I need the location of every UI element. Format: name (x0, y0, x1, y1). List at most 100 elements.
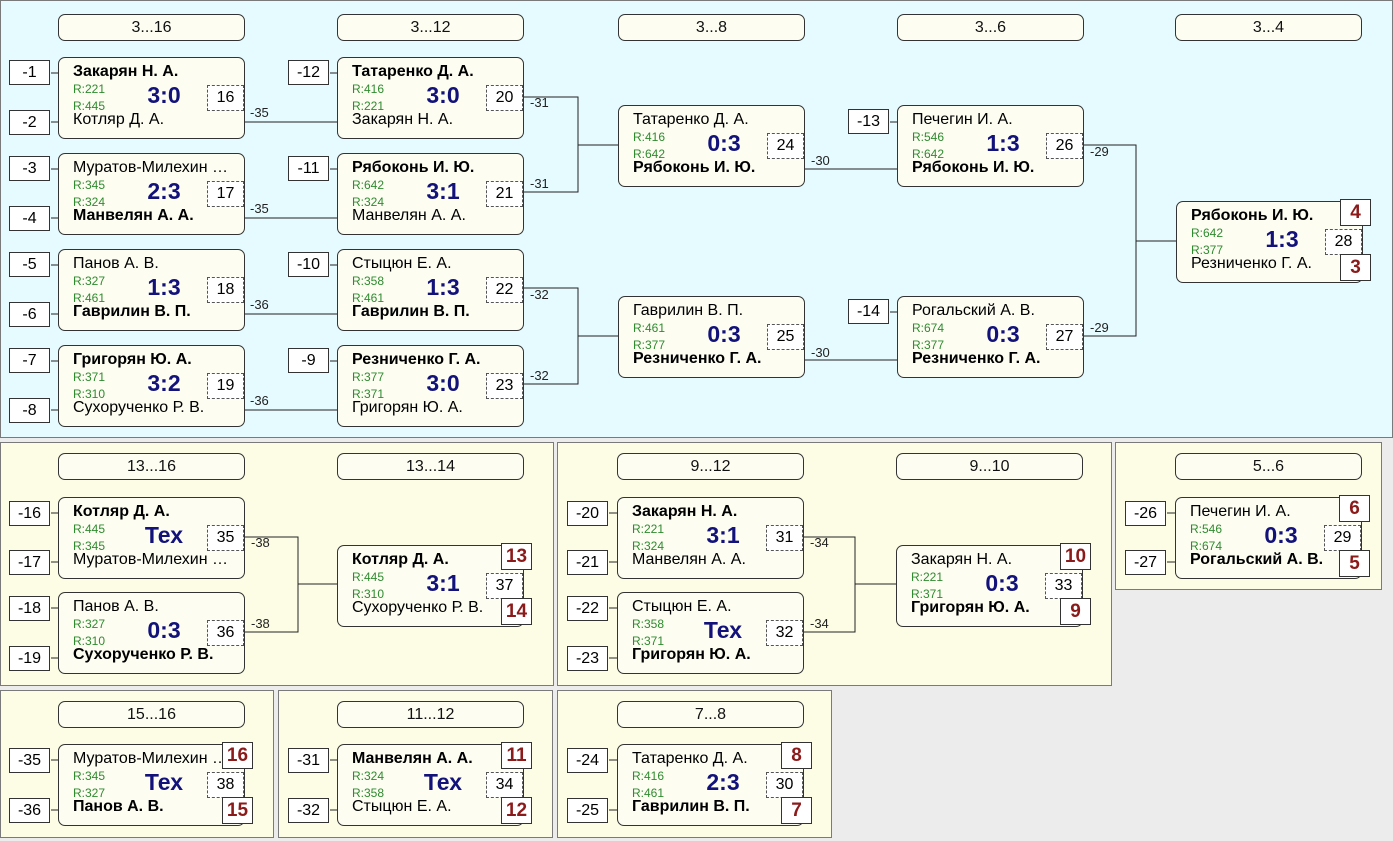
player-name[interactable]: Закарян Н. А. (632, 503, 738, 520)
player-rating: R:327 (73, 786, 106, 800)
player-name[interactable]: Манвелян А. А. (352, 207, 466, 224)
player-name[interactable]: Рогальский А. В. (912, 302, 1035, 319)
player-name[interactable]: Стыцюн Е. А. (352, 798, 452, 815)
seed-box: -11 (288, 156, 329, 181)
player-rating: R:674 (912, 321, 945, 335)
round-header: 3...16 (58, 14, 245, 41)
player-name[interactable]: Панов А. В. (73, 798, 164, 815)
bracket-panel-9-12: 9...12 9...10 -20 -21 -22 -23 -34 -34 За… (557, 442, 1112, 686)
connector-label: -31 (530, 95, 549, 110)
seed-box: -31 (288, 748, 329, 773)
player-name[interactable]: Резниченко Г. А. (912, 350, 1041, 367)
player-name[interactable]: Закарян Н. А. (73, 63, 179, 80)
player-name[interactable]: Рябоконь И. Ю. (912, 159, 1035, 176)
player-name[interactable]: Рябоконь И. Ю. (1191, 207, 1314, 224)
player-name[interactable]: Манвелян А. А. (632, 551, 746, 568)
match-number: 21 (486, 181, 523, 207)
match-score: 1:3 (426, 274, 460, 300)
player-rating: R:642 (1191, 226, 1224, 240)
player-rating: R:445 (73, 522, 106, 536)
player-rating: R:642 (912, 147, 945, 161)
player-name[interactable]: Манвелян А. А. (352, 750, 473, 767)
seed-box: -16 (9, 501, 50, 526)
seed-box: -7 (9, 348, 50, 373)
player-name[interactable]: Печегин И. А. (1190, 503, 1291, 520)
player-name[interactable]: Гаврилин В. П. (632, 798, 750, 815)
player-name[interactable]: Муратов-Милехин А. П. (73, 750, 231, 767)
player-name[interactable]: Муратов-Милехин А. П. (73, 159, 231, 176)
player-name[interactable]: Котляр Д. А. (73, 503, 170, 520)
player-rating: R:345 (73, 769, 106, 783)
seed-box: -19 (9, 646, 50, 671)
player-name[interactable]: Муратов-Милехин А. П. (73, 551, 231, 568)
match-number: 22 (486, 277, 523, 303)
seed-box: -27 (1125, 550, 1166, 575)
player-name[interactable]: Рябоконь И. Ю. (352, 159, 475, 176)
player-name[interactable]: Стыцюн Е. А. (632, 598, 732, 615)
player-name[interactable]: Резниченко Г. А. (1191, 255, 1312, 272)
seed-box: -36 (9, 798, 50, 823)
player-name[interactable]: Гаврилин В. П. (73, 303, 191, 320)
match-number: 38 (207, 772, 244, 798)
player-name[interactable]: Григорян Ю. А. (352, 399, 463, 416)
final-place-badge: 12 (501, 797, 532, 824)
player-name[interactable]: Котляр Д. А. (352, 551, 449, 568)
player-name[interactable]: Печегин И. А. (912, 111, 1013, 128)
player-name[interactable]: Манвелян А. А. (73, 207, 194, 224)
match-score: 1:3 (147, 274, 181, 300)
player-name[interactable]: Рябоконь И. Ю. (633, 159, 756, 176)
player-name[interactable]: Закарян Н. А. (352, 111, 454, 128)
player-name[interactable]: Стыцюн Е. А. (352, 255, 452, 272)
player-name[interactable]: Сухорученко Р. В. (73, 399, 205, 416)
player-name[interactable]: Сухорученко Р. В. (352, 599, 484, 616)
player-name[interactable]: Резниченко Г. А. (352, 351, 481, 368)
final-place-badge: 6 (1339, 495, 1370, 522)
player-name[interactable]: Григорян Ю. А. (911, 599, 1030, 616)
player-name[interactable]: Григорян Ю. А. (73, 351, 192, 368)
final-place-badge: 5 (1339, 550, 1370, 577)
final-place-badge: 7 (781, 797, 812, 824)
player-name[interactable]: Татаренко Д. А. (632, 750, 748, 767)
player-rating: R:221 (632, 522, 665, 536)
player-name[interactable]: Татаренко Д. А. (633, 111, 749, 128)
player-name[interactable]: Татаренко Д. А. (352, 63, 474, 80)
bracket-panel-15-16: 15...16 -35 -36 Муратов-Милехин А. П.R:3… (0, 690, 274, 838)
player-name[interactable]: Гаврилин В. П. (352, 303, 470, 320)
player-name[interactable]: Панов А. В. (73, 598, 159, 615)
player-name[interactable]: Гаврилин В. П. (633, 302, 744, 319)
player-name[interactable]: Котляр Д. А. (73, 111, 165, 128)
seed-box: -9 (288, 348, 329, 373)
player-name[interactable]: Рогальский А. В. (1190, 551, 1324, 568)
match-number: 28 (1325, 229, 1362, 255)
player-name[interactable]: Григорян Ю. А. (632, 646, 751, 663)
player-name[interactable]: Сухорученко Р. В. (73, 646, 214, 663)
player-name[interactable]: Закарян Н. А. (911, 551, 1013, 568)
player-name[interactable]: Резниченко Г. А. (633, 350, 762, 367)
player-name[interactable]: Панов А. В. (73, 255, 159, 272)
